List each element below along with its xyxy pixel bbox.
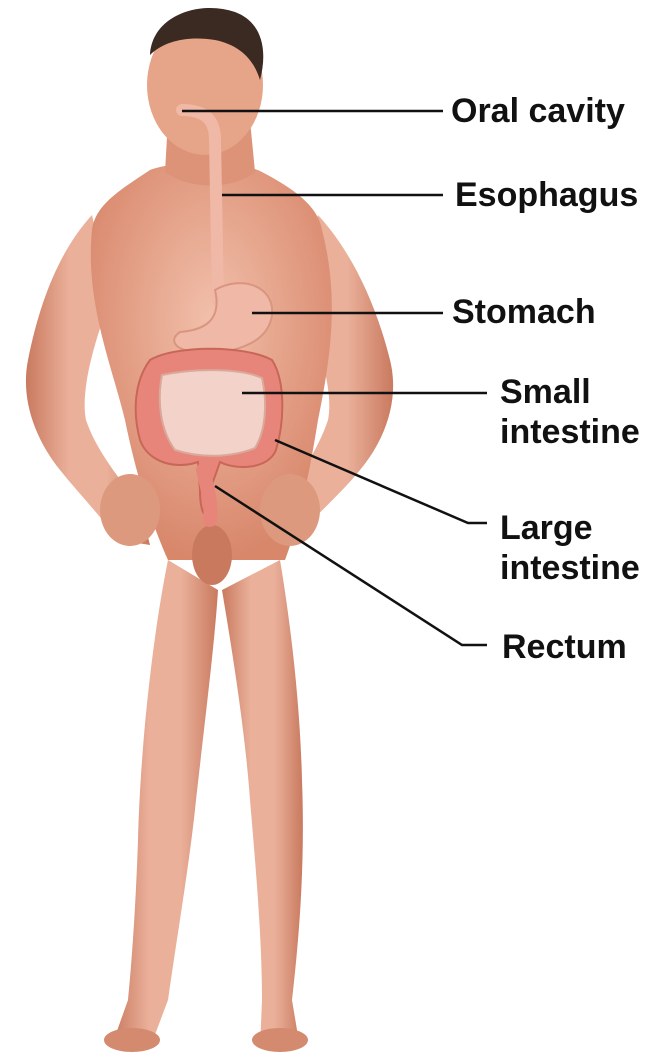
left-leg [112, 560, 218, 1048]
label-esophagus-text: Esophagus [455, 175, 638, 215]
right-leg [222, 560, 303, 1048]
label-stomach: Stomach [452, 292, 596, 332]
label-small-intestine: Small intestine [500, 372, 640, 452]
label-large-intestine-line1: Large [500, 508, 640, 548]
left-hand [100, 474, 160, 546]
small-intestine-organ [160, 370, 265, 456]
label-large-intestine-line2: intestine [500, 548, 640, 588]
label-large-intestine: Large intestine [500, 508, 640, 588]
groin [192, 525, 232, 585]
label-esophagus: Esophagus [455, 175, 638, 215]
label-small-intestine-line1: Small [500, 372, 640, 412]
label-oral-cavity-text: Oral cavity [451, 91, 625, 131]
label-rectum-text: Rectum [502, 627, 627, 667]
label-oral-cavity: Oral cavity [451, 91, 625, 131]
label-stomach-text: Stomach [452, 292, 596, 332]
left-foot [104, 1028, 160, 1052]
rectum-organ [203, 470, 211, 520]
label-rectum: Rectum [502, 627, 627, 667]
label-small-intestine-line2: intestine [500, 412, 640, 452]
right-foot [252, 1028, 308, 1052]
